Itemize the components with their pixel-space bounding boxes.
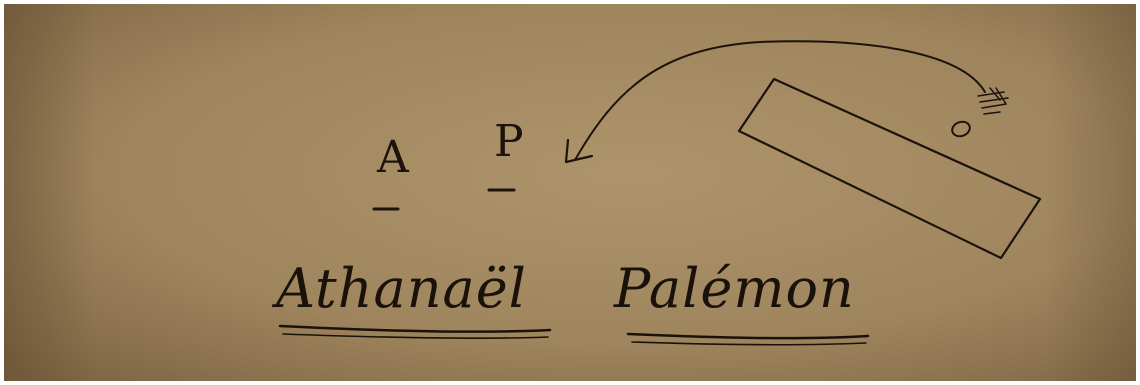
name-1-underline-2 [282, 333, 549, 340]
arrowhead-icon [564, 138, 594, 164]
name-palemon: Palémon [614, 257, 855, 320]
letter-p: P [494, 116, 524, 167]
name-1-underline [278, 324, 552, 333]
tilted-rectangle [737, 77, 1042, 260]
name-2-underline-2 [631, 341, 867, 346]
feather-tail-icon [977, 87, 1009, 115]
curved-arrow-line [574, 40, 986, 161]
letter-a: A [377, 132, 409, 183]
name-athanael: Athanaël [276, 257, 527, 320]
small-circle [951, 120, 971, 138]
name-2-underline [626, 332, 870, 340]
